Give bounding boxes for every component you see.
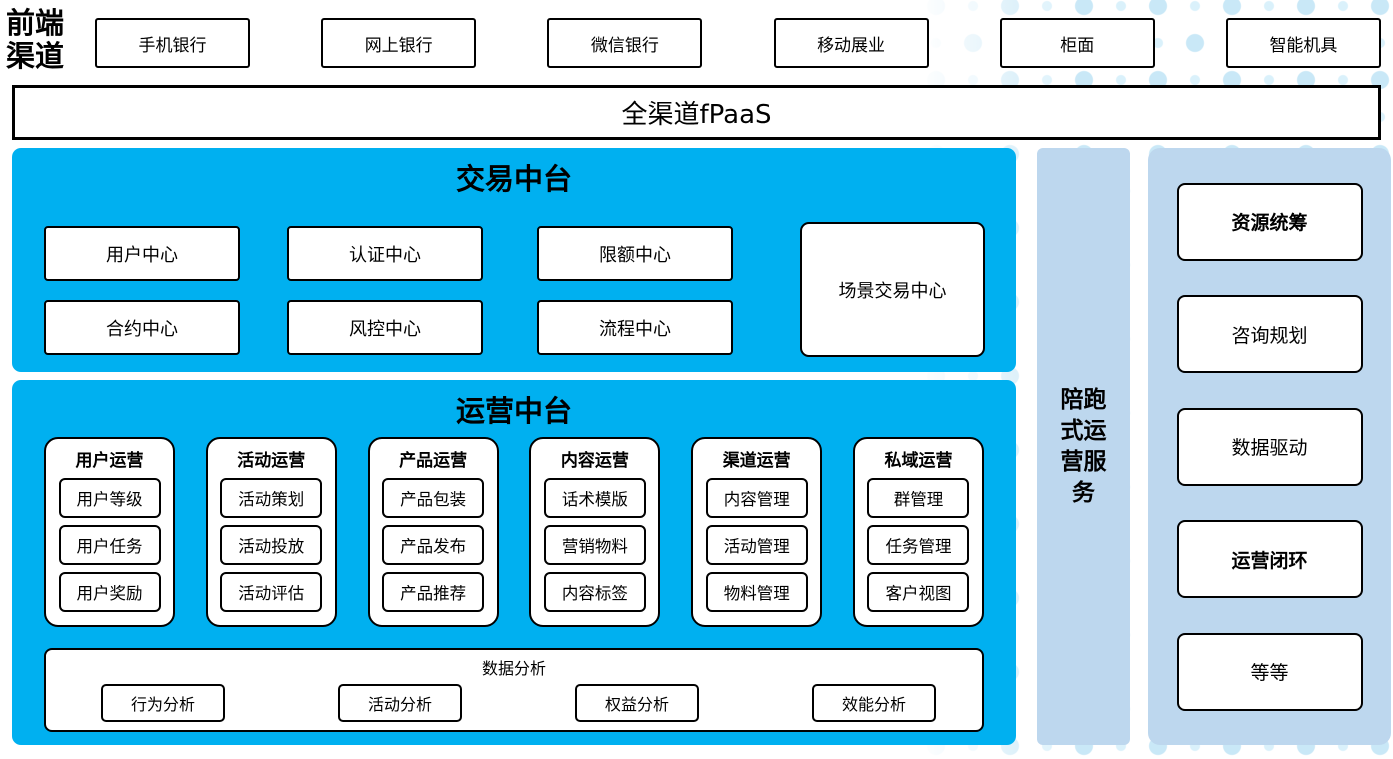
transaction-platform-title: 交易中台 — [455, 164, 572, 196]
group-item: 活动策划 — [220, 478, 323, 518]
channel-smart-devices: 智能机具 — [1225, 18, 1381, 68]
frontend-channel-row: 手机银行 网上银行 微信银行 移动展业 柜面 智能机具 — [95, 18, 1381, 68]
resource-coordination-box: 资源统筹 — [1176, 182, 1363, 261]
group-item: 用户等级 — [58, 478, 161, 518]
group-item: 物料管理 — [705, 572, 808, 612]
group-title: 渠道运营 — [722, 451, 791, 471]
group-item: 内容管理 — [705, 478, 808, 518]
group-private-domain-operations: 私域运营 群管理 任务管理 客户视图 — [852, 437, 984, 627]
data-analysis-title: 数据分析 — [481, 659, 546, 678]
group-item: 活动投放 — [220, 525, 323, 565]
operations-loop-box: 运营闭环 — [1176, 520, 1363, 598]
data-analysis-container: 数据分析 行为分析 活动分析 权益分析 效能分析 — [44, 648, 984, 732]
group-item: 营销物料 — [543, 525, 646, 565]
group-activity-operations: 活动运营 活动策划 活动投放 活动评估 — [205, 437, 337, 627]
accompanying-service-label: 陪跑式运营服务 — [1060, 386, 1107, 506]
contract-center-box: 合约中心 — [44, 300, 240, 355]
transaction-platform-section: 交易中台 用户中心 认证中心 限额中心 合约中心 风控中心 流程中心 场景交易中… — [12, 148, 1016, 372]
group-item: 产品推荐 — [382, 572, 485, 612]
etc-box: 等等 — [1176, 632, 1363, 711]
frontend-channels-label: 前端渠道 — [6, 8, 65, 73]
group-item: 活动管理 — [705, 525, 808, 565]
process-center-box: 流程中心 — [537, 300, 733, 355]
consulting-planning-box: 咨询规划 — [1176, 295, 1363, 373]
group-product-operations: 产品运营 产品包装 产品发布 产品推荐 — [367, 437, 499, 627]
user-center-box: 用户中心 — [44, 226, 240, 281]
group-title: 产品运营 — [399, 451, 468, 471]
group-title: 用户运营 — [75, 451, 144, 471]
group-item: 用户奖励 — [58, 572, 161, 612]
group-channel-operations: 渠道运营 内容管理 活动管理 物料管理 — [691, 437, 823, 627]
channel-mobile-banking: 手机银行 — [95, 18, 250, 68]
rights-analysis-box: 权益分析 — [575, 684, 699, 722]
channel-mobile-sales: 移动展业 — [773, 18, 929, 68]
activity-analysis-box: 活动分析 — [338, 684, 462, 722]
channel-wechat-banking: 微信银行 — [547, 18, 703, 68]
operations-platform-section: 运营中台 用户运营 用户等级 用户任务 用户奖励 活动运营 活动策划 活动投放 … — [12, 380, 1016, 745]
group-item: 产品发布 — [382, 525, 485, 565]
fpaas-bar: 全渠道fPaaS — [12, 85, 1381, 140]
group-item: 产品包装 — [382, 478, 485, 518]
operations-platform-title: 运营中台 — [455, 396, 572, 428]
group-title: 私域运营 — [884, 451, 953, 471]
group-item: 活动评估 — [220, 572, 323, 612]
group-item: 客户视图 — [867, 572, 970, 612]
data-analysis-row: 行为分析 活动分析 权益分析 效能分析 — [101, 684, 936, 722]
scene-transaction-center-box: 场景交易中心 — [800, 222, 985, 357]
group-title: 内容运营 — [560, 451, 629, 471]
efficiency-analysis-box: 效能分析 — [812, 684, 936, 722]
group-content-operations: 内容运营 话术模版 营销物料 内容标签 — [529, 437, 661, 627]
risk-center-box: 风控中心 — [287, 300, 483, 355]
data-driven-box: 数据驱动 — [1176, 407, 1363, 486]
group-item: 用户任务 — [58, 525, 161, 565]
group-title: 活动运营 — [237, 451, 306, 471]
operations-groups: 用户运营 用户等级 用户任务 用户奖励 活动运营 活动策划 活动投放 活动评估 … — [44, 437, 984, 627]
group-item: 任务管理 — [867, 525, 970, 565]
limit-center-box: 限额中心 — [537, 226, 733, 281]
service-items-panel: 资源统筹 咨询规划 数据驱动 运营闭环 等等 — [1148, 148, 1391, 745]
group-item: 群管理 — [867, 478, 970, 518]
accompanying-service-bar: 陪跑式运营服务 — [1037, 148, 1130, 745]
behavior-analysis-box: 行为分析 — [101, 684, 225, 722]
group-user-operations: 用户运营 用户等级 用户任务 用户奖励 — [44, 437, 175, 627]
channel-counter: 柜面 — [999, 18, 1155, 68]
group-item: 话术模版 — [543, 478, 646, 518]
channel-online-banking: 网上银行 — [321, 18, 477, 68]
auth-center-box: 认证中心 — [287, 226, 483, 281]
group-item: 内容标签 — [543, 572, 646, 612]
